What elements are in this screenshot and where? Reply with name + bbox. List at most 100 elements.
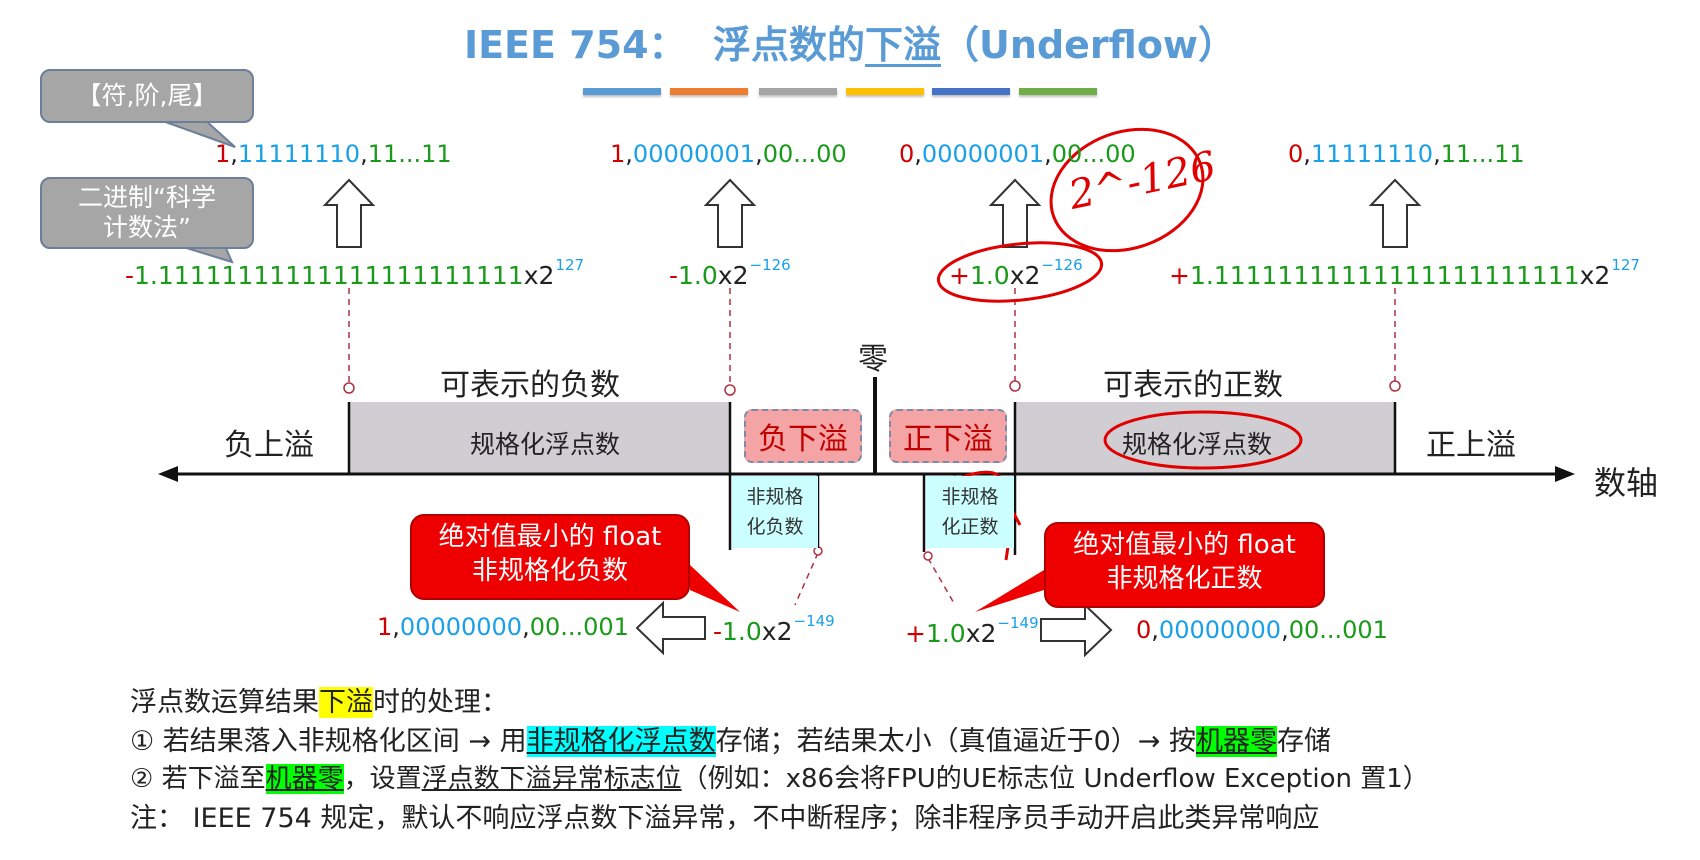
denormal-label: 非规格 xyxy=(941,486,999,508)
base: x2 xyxy=(1009,261,1041,290)
binary-pos-min-denormal: 0,00000000,00...001 xyxy=(1136,616,1388,644)
mantissa: 1.0 xyxy=(678,261,718,290)
sign: - xyxy=(713,617,723,646)
color-bar-green xyxy=(1019,88,1097,95)
exponent: −149 xyxy=(793,612,835,630)
axis-left-arrow-icon xyxy=(158,466,178,482)
base: x2 xyxy=(761,617,793,646)
exponent-bits: 00000001 xyxy=(921,140,1045,168)
denormal-label: 化正数 xyxy=(941,516,999,538)
pos-normalized-label: 规格化浮点数 xyxy=(1122,430,1273,459)
sign: - xyxy=(669,261,679,290)
title-underflow: 下溢 xyxy=(865,23,942,67)
pos-representable-label: 可表示的正数 xyxy=(1103,368,1283,403)
sci-pos-min-denormal: +1.0x2−149 xyxy=(905,614,1039,648)
base: x2 xyxy=(1579,261,1611,290)
callout-line: 非规格化正数 xyxy=(1106,564,1263,594)
mantissa: 1.11111111111111111111111 xyxy=(134,261,524,290)
mantissa: 1.11111111111111111111111 xyxy=(1189,261,1580,290)
sci-pos-min-normal: +1.0x2−126 xyxy=(949,256,1083,290)
red-callout-tail xyxy=(690,565,740,612)
exponent: 127 xyxy=(555,256,585,274)
binary-neg-max: 1,11111110,11...11 xyxy=(215,140,452,168)
highlight-underflow: 下溢 xyxy=(319,687,373,718)
exponent: −126 xyxy=(749,256,791,274)
highlight-denormal: 非规格化浮点数 xyxy=(526,726,716,757)
denormal-label: 非规格 xyxy=(746,486,804,508)
text: 时的处理： xyxy=(373,687,508,718)
callout-line: 绝对值最小的 float xyxy=(438,522,662,552)
color-bar-darkblue xyxy=(932,88,1010,95)
text: 存储；若结果太小（真值逼近于0）→ 按 xyxy=(715,726,1196,757)
exponent: 127 xyxy=(1611,256,1640,274)
sign-bit: 0 xyxy=(1288,140,1304,168)
callout-line: 非规格化负数 xyxy=(471,556,628,586)
text: 存储 xyxy=(1276,726,1331,757)
note-line-1: 浮点数运算结果下溢时的处理： xyxy=(130,680,508,719)
base: x2 xyxy=(523,261,555,290)
sign: + xyxy=(1169,261,1190,290)
pos-underflow-box: 正下溢 xyxy=(889,409,1007,463)
text: ，设置 xyxy=(343,764,422,794)
highlight-machine-zero: 机器零 xyxy=(1195,726,1277,757)
neg-overflow-label: 负上溢 xyxy=(224,428,314,463)
exponent-bits: 00000000 xyxy=(399,613,523,641)
sign-bit: 0 xyxy=(899,140,915,168)
mantissa-bits: 00...001 xyxy=(529,613,629,641)
color-bar-blue xyxy=(583,88,661,95)
right-arrow-icon xyxy=(1040,602,1113,658)
mantissa: 1.0 xyxy=(925,619,966,648)
sign-bit: 1 xyxy=(610,140,626,168)
text: （例如：x86会将FPU的UE标志位 Underflow Exception 置… xyxy=(681,764,1429,794)
exponent-bits: 11111110 xyxy=(237,140,361,168)
exponent: −149 xyxy=(997,614,1039,632)
mantissa: 1.0 xyxy=(722,617,762,646)
left-arrow-icon xyxy=(635,600,706,656)
base: x2 xyxy=(717,261,749,290)
mantissa-bits: 00...001 xyxy=(1288,616,1388,644)
underlined-flag: 浮点数下溢异常标志位 xyxy=(421,764,682,794)
up-arrow-icon xyxy=(988,178,1042,248)
binary-neg-min-denormal: 1,00000000,00...001 xyxy=(377,613,629,641)
sign: - xyxy=(125,261,135,290)
page-title: IEEE 754： 浮点数的下溢（Underflow） xyxy=(0,14,1700,69)
sign-bit: 1 xyxy=(377,613,393,641)
title-main: 浮点数的 xyxy=(713,23,866,67)
neg-min-denormal-callout: 绝对值最小的 float 非规格化负数 xyxy=(410,514,690,600)
neg-normalized-label: 规格化浮点数 xyxy=(470,430,621,459)
up-arrow-icon xyxy=(1368,178,1422,248)
axis-label: 数轴 xyxy=(1594,464,1659,502)
neg-denormal-box: 非规格化负数 xyxy=(732,476,818,548)
neg-representable-label: 可表示的负数 xyxy=(440,368,620,403)
mantissa-bits: 00...00 xyxy=(762,140,847,168)
endpoint-marker xyxy=(1389,380,1401,392)
pos-overflow-label: 正上溢 xyxy=(1426,428,1516,463)
sci-neg-max: -1.11111111111111111111111x2127 xyxy=(125,256,584,290)
color-bar-gray xyxy=(759,88,837,95)
endpoint-marker xyxy=(813,546,823,556)
exponent: −126 xyxy=(1041,256,1083,274)
text: ② 若下溢至 xyxy=(130,764,266,794)
neg-normalized-region xyxy=(349,402,730,474)
sign: + xyxy=(949,261,970,290)
base: x2 xyxy=(965,619,997,648)
callout-line: 二进制“科学 xyxy=(78,183,216,212)
text: 浮点数运算结果 xyxy=(130,687,319,718)
color-bar-yellow xyxy=(846,88,924,95)
exponent-bits: 00000000 xyxy=(1158,616,1282,644)
note-line-3: ② 若下溢至机器零，设置浮点数下溢异常标志位（例如：x86会将FPU的UE标志位… xyxy=(130,758,1429,795)
denormal-label: 化负数 xyxy=(746,516,804,538)
axis-right-arrow-icon xyxy=(1555,466,1575,482)
mantissa-bits: 00...00 xyxy=(1051,140,1136,168)
callout-format: 【符,阶,尾】 xyxy=(40,69,254,123)
callout-scientific: 二进制“科学计数法” xyxy=(40,177,254,249)
sci-neg-min-normal: -1.0x2−126 xyxy=(669,256,791,290)
callout-line: 计数法” xyxy=(103,213,191,242)
up-arrow-icon xyxy=(703,178,757,248)
mantissa: 1.0 xyxy=(969,261,1010,290)
title-prefix: IEEE 754： xyxy=(463,23,687,67)
exponent-bits: 00000001 xyxy=(632,140,756,168)
note-line-4: 注： IEEE 754 规定，默认不响应浮点数下溢异常，不中断程序；除非程序员手… xyxy=(130,803,1320,834)
text: ① 若结果落入非规格化区间 → 用 xyxy=(130,726,527,757)
